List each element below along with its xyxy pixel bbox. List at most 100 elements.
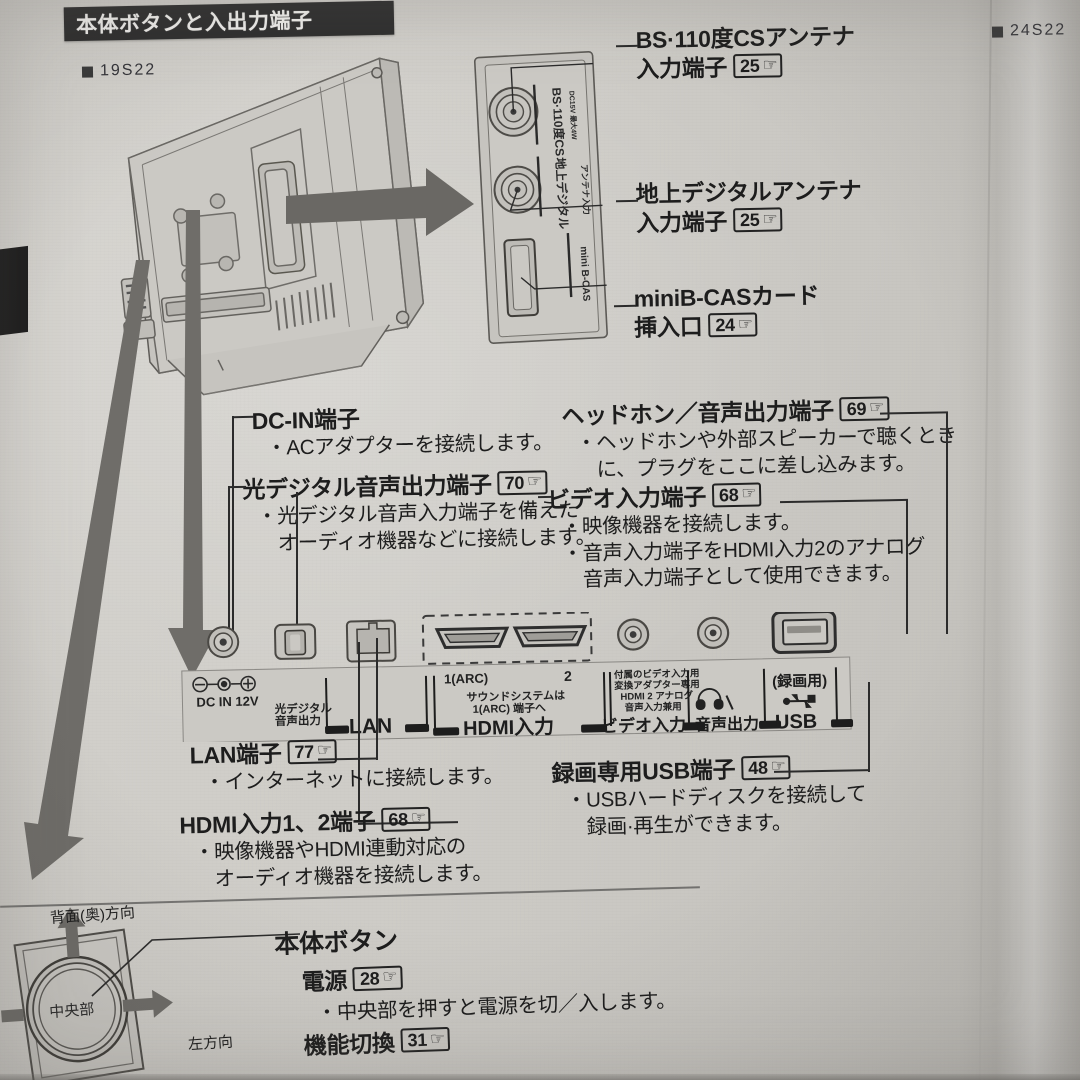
strip-label-usb: USB — [775, 711, 818, 734]
hdmi-2-port — [512, 624, 588, 648]
page-ref-number: 24 — [715, 314, 735, 336]
page-ref-number: 77 — [294, 741, 315, 762]
page-ref-number: 28 — [359, 968, 380, 989]
strip-label-hdmi-title: HDMI入力 — [463, 715, 555, 740]
page-ref-chip[interactable]: 24 ☞ — [708, 312, 758, 338]
terminal-inset-illustration: BS·110度CS DC15V 最大4W アンテナ入力 地上デジタル mini … — [470, 48, 630, 348]
pointing-hand-icon: ☞ — [770, 756, 786, 776]
leader-line — [228, 486, 230, 634]
bullet-square-icon — [991, 25, 1004, 38]
callout-lan: LAN端子 77 ☞ ・インターネットに接続します。 — [189, 734, 504, 797]
page-ref-number: 25 — [739, 55, 760, 77]
inset-label-antenna-in: アンテナ入力 — [579, 164, 592, 215]
inset-label-bs-cs: BS·110度CS — [549, 87, 568, 156]
callout-video-title: ビデオ入力端子 — [546, 483, 707, 513]
bcas-card-slot — [503, 238, 539, 318]
function-switch-label: 機能切換 — [303, 1029, 396, 1059]
inset-label-dc-power: DC15V 最大4W — [567, 90, 579, 140]
page-ref-number: 69 — [846, 398, 867, 419]
callout-lan-title: LAN端子 — [189, 740, 282, 769]
page-ref-number: 68 — [718, 484, 739, 505]
label-left-direction: 左方向 — [187, 1032, 233, 1054]
pointer-arrow-right — [286, 168, 474, 236]
inset-label-terrestrial: 地上デジタル — [553, 157, 572, 229]
pointing-hand-icon: ☞ — [410, 808, 426, 828]
section-title: 本体ボタンと入出力端子 — [75, 9, 313, 38]
usb-icon — [782, 694, 816, 708]
page-ref-chip[interactable]: 68 ☞ — [381, 806, 432, 832]
dc-polarity-icon — [192, 675, 256, 693]
page-ref-chip[interactable]: 48 ☞ — [740, 754, 791, 781]
button-center-label: 中央部 — [49, 1001, 95, 1021]
page-ref-number: 68 — [388, 809, 409, 830]
page-ref-number: 25 — [739, 209, 760, 231]
dc-in-jack — [207, 626, 240, 659]
strip-label-hdmi-2: 2 — [564, 668, 572, 684]
strip-label-video-title: ビデオ入力 — [601, 714, 686, 736]
leader-line — [376, 638, 378, 760]
coax-jack-terrestrial — [493, 165, 542, 214]
strip-label-audio-out: 音声出力 — [695, 714, 759, 734]
strip-note-video-2: 変換アダプター専用 — [614, 678, 700, 692]
hdmi-1-port — [434, 626, 510, 649]
page-ref-number: 70 — [504, 472, 525, 493]
callout-bs-cs-title1: BS·110度CSアンテナ — [635, 22, 855, 54]
strip-label-optical-1: 光デジタル — [273, 701, 332, 716]
bullet-square-icon — [81, 65, 94, 78]
model-right-text: 24S22 — [1009, 21, 1067, 40]
callout-bs-cs-antenna: BS·110度CSアンテナ 入力端子 25 ☞ — [635, 22, 855, 85]
page-ref-chip[interactable]: 77 ☞ — [287, 738, 338, 765]
pointing-hand-icon: ☞ — [382, 966, 398, 987]
leader-line — [946, 412, 948, 634]
power-label: 電源 — [301, 967, 348, 996]
callout-bcas-title1: miniB-CASカード — [633, 282, 820, 312]
hdmi-group-outline — [421, 612, 593, 665]
pointing-hand-icon: ☞ — [526, 471, 543, 491]
page-ref-chip[interactable]: 70 ☞ — [497, 469, 548, 496]
body-button-illustration: 中央部 — [0, 900, 300, 1080]
page-ref-number: 31 — [407, 1030, 428, 1051]
page-ref-chip[interactable]: 25 ☞ — [732, 207, 783, 233]
page-ref-chip[interactable]: 25 ☞ — [732, 53, 783, 79]
strip-label-hdmi-1: 1(ARC) — [444, 671, 488, 687]
section-header-bar: 本体ボタンと入出力端子 — [63, 0, 395, 42]
leader-line — [227, 485, 247, 488]
callout-bcas-title2: 挿入口 — [634, 313, 703, 342]
model-label-24s22: 24S22 — [991, 21, 1067, 40]
page-ref-chip[interactable]: 28 ☞ — [352, 965, 403, 992]
leader-line — [537, 495, 553, 498]
page-ref-chip[interactable]: 31 ☞ — [400, 1027, 451, 1054]
lan-rj45-jack — [345, 619, 397, 663]
callout-dc-in: DC-IN端子 ・ACアダプターを接続します。 — [251, 401, 553, 463]
callout-terrestrial-antenna: 地上デジタルアンテナ 入力端子 25 ☞ — [635, 176, 862, 239]
strip-note-usb: (録画用) — [772, 671, 827, 690]
callout-body-buttons: 本体ボタン 電源 28 ☞ ・中央部を押すと電源を切／入します。 機能切換 31… — [274, 915, 678, 1062]
pointing-hand-icon: ☞ — [429, 1028, 446, 1049]
callout-usb-recording: 録画専用USB端子 48 ☞ ・USBハードディスクを接続して 録画·再生ができ… — [551, 752, 867, 841]
callout-terrestrial-title2: 入力端子 — [636, 208, 728, 237]
callout-terrestrial-title1: 地上デジタルアンテナ — [635, 176, 862, 208]
page-ref-chip[interactable]: 69 ☞ — [839, 395, 890, 422]
callout-video-in: ビデオ入力端子 68 ☞ ・映像機器を接続します。 ・音声入力端子をHDMI入力… — [547, 478, 926, 594]
callout-hdmi-title: HDMI入力1、2端子 — [179, 808, 376, 839]
strip-label-lan: LAN — [349, 715, 393, 739]
callout-bs-cs-title2: 入力端子 — [636, 54, 728, 83]
leader-line — [358, 642, 360, 822]
leader-line — [906, 500, 908, 634]
page-ref-number: 48 — [747, 757, 768, 778]
strip-note-video-1: 付属のビデオ入力用 — [614, 667, 700, 681]
callout-headphone-out: ヘッドホン／音声出力端子 69 ☞ ・ヘッドホンや外部スピーカーで聴くとき に、… — [561, 394, 957, 484]
pointing-hand-icon: ☞ — [316, 740, 333, 760]
strip-label-dc-in: DC IN 12V — [196, 693, 259, 709]
flow-arrows-down — [10, 200, 270, 890]
leader-line — [296, 492, 298, 634]
leader-line — [868, 682, 870, 772]
strip-label-optical-2: 音声出力 — [275, 713, 321, 728]
callout-hdmi-in: HDMI入力1、2端子 68 ☞ ・映像機器やHDMI連動対応の オーディオ機器… — [179, 804, 493, 893]
strip-note-hdmi-2: 1(ARC) 端子へ — [473, 700, 547, 716]
video-in-jack — [617, 618, 650, 651]
headphone-icon — [695, 688, 734, 711]
rear-connector-panel: DC IN 12V 光デジタル 音声出力 LAN 1(ARC) 2 サウンドシス… — [176, 612, 856, 742]
page-ref-chip[interactable]: 68 ☞ — [711, 482, 762, 508]
leader-line — [232, 416, 234, 634]
